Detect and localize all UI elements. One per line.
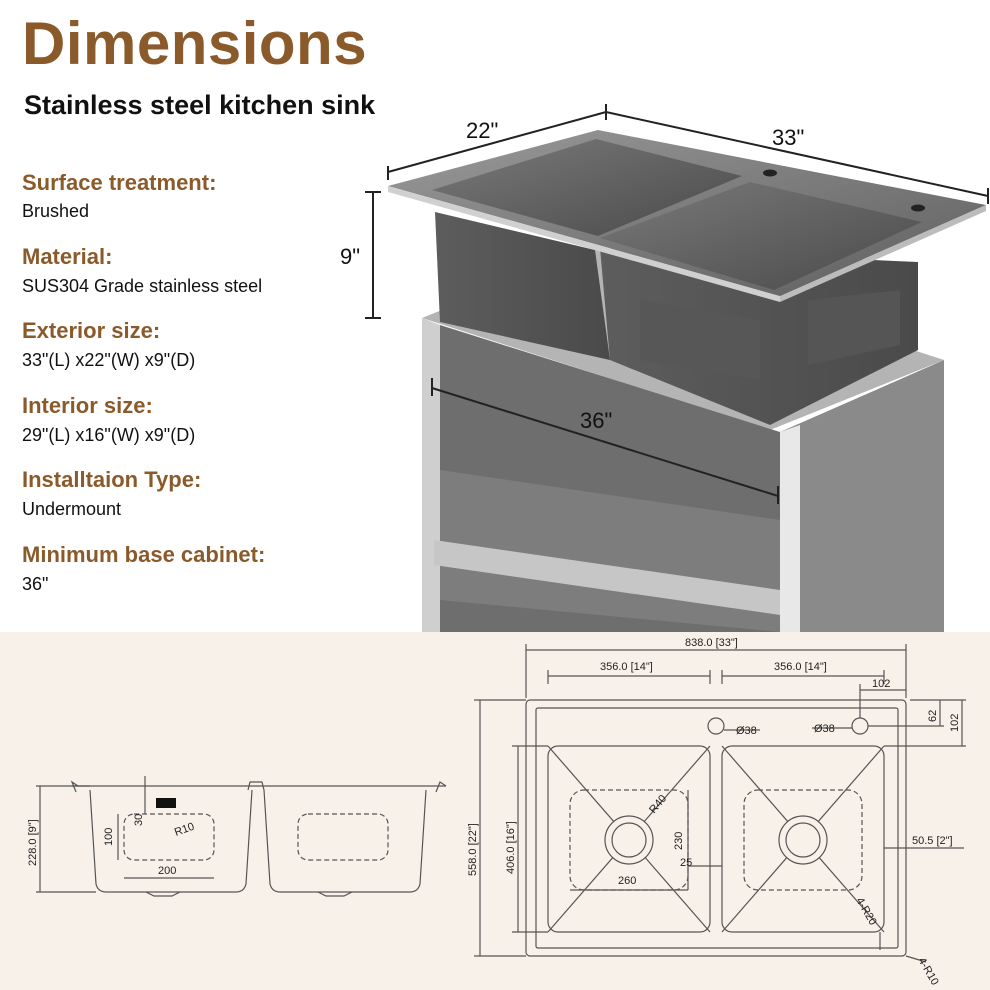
spec-value-interior: 29"(L) x16"(W) x9"(D) — [22, 425, 196, 445]
spec-value-installation: Undermount — [22, 499, 122, 519]
spec-label-interior: Interior size: — [22, 393, 153, 418]
spec-label-surface: Surface treatment: — [22, 170, 217, 195]
spec-value-exterior: 33"(L) x22"(W) x9"(D) — [22, 350, 196, 370]
render-length-label: 33" — [772, 125, 804, 150]
sink-rim — [388, 130, 986, 302]
render-depth-label: 9" — [340, 244, 360, 269]
sink-render: 22" 33" 9" 36" — [340, 104, 989, 632]
sink-body — [435, 212, 918, 425]
page-subtitle: Stainless steel kitchen sink — [24, 90, 376, 120]
render-dimension-lines — [365, 104, 989, 504]
technical-drawing-panel — [0, 632, 990, 990]
spec-label-material: Material: — [22, 244, 113, 269]
page-title: Dimensions — [22, 10, 368, 77]
spec-label-exterior: Exterior size: — [22, 318, 161, 343]
spec-label-cabinet: Minimum base cabinet: — [22, 542, 266, 567]
spec-label-installation: Installtaion Type: — [22, 467, 202, 492]
spec-value-surface: Brushed — [22, 201, 90, 221]
render-width-label: 22" — [466, 118, 498, 143]
spec-value-material: SUS304 Grade stainless steel — [22, 276, 263, 296]
render-cabinet-label: 36" — [580, 408, 612, 433]
spec-value-cabinet: 36" — [22, 574, 49, 594]
